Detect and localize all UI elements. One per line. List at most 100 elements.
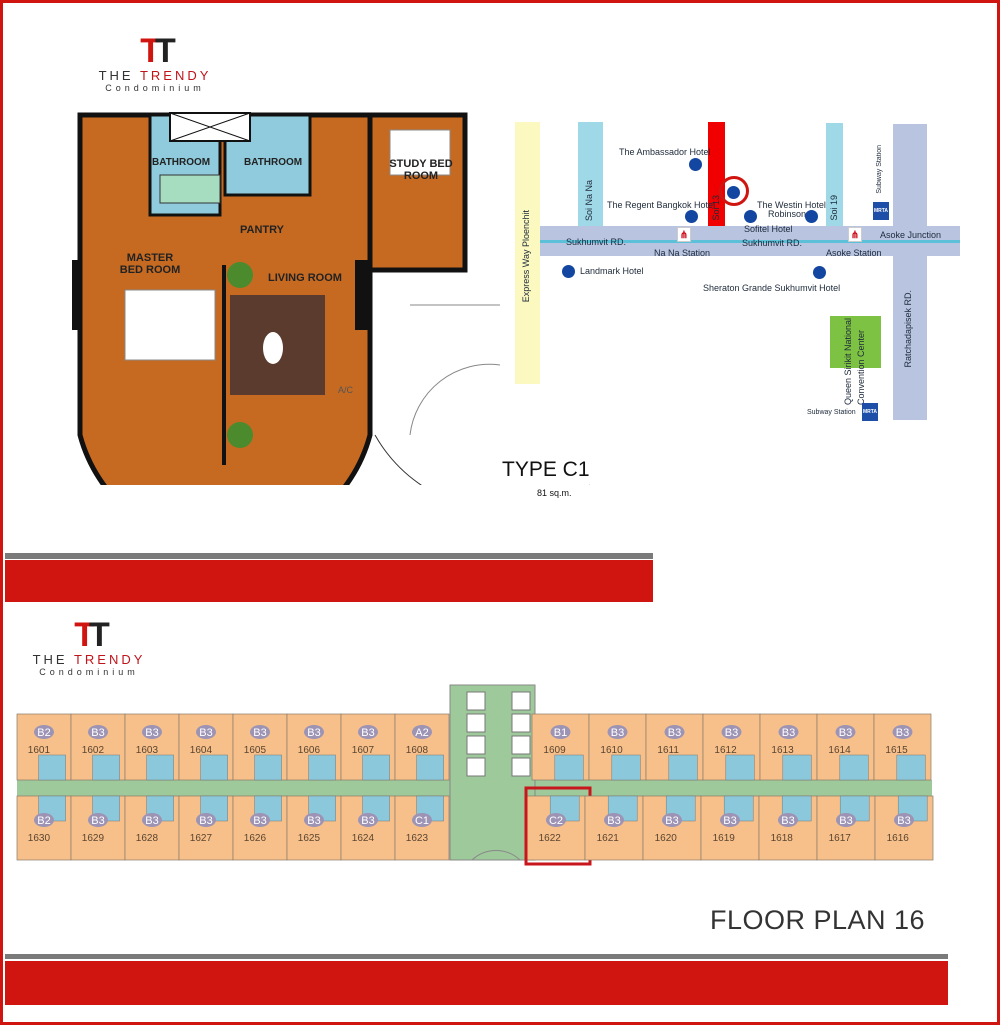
hotel-marker [689,158,702,171]
bathroom [38,754,66,781]
elevator [511,691,531,711]
unit-type-badge [720,813,740,827]
station-nana: Na Na Station [654,248,711,258]
unit-type: B3 [361,815,374,827]
road-soi-nana: Soi Na Na [584,180,594,222]
unit-plan-drawing [72,112,590,485]
place-westin: The Westin Hotel [757,200,826,210]
bathroom [254,754,282,781]
unit-type-badge [721,725,742,739]
bathroom [896,754,926,781]
unit-type: B1 [554,727,567,739]
place-regent: The Regent Bangkok Hotel [607,200,716,210]
unit-number: 1610 [600,745,623,756]
unit-type-badge [358,813,378,827]
unit-type: A2 [415,727,428,739]
unit-type: B3 [781,815,794,827]
bathroom [92,754,120,781]
unit-type: B3 [91,815,104,827]
unit-type-badge [196,725,216,739]
station-subway-1: Subway Station [876,145,883,194]
unit-type-badge [607,725,628,739]
unit-number: 1617 [829,833,852,844]
unit-1608[interactable]: A2 1608 [394,713,450,781]
unit-type: B3 [665,815,678,827]
unit-type-badge [604,813,624,827]
divider-gray [5,954,948,959]
logo-name-2: TRENDY [73,652,146,667]
unit-number: 1624 [352,833,375,844]
hotel-marker [805,210,818,223]
unit-1624[interactable]: B3 1624 [340,795,396,861]
unit-1623[interactable]: C1 1623 [394,795,450,861]
unit-1601[interactable]: B2 1601 [16,713,72,781]
divider-gray [5,553,653,559]
unit-number: 1629 [82,833,105,844]
room-label-living: LIVING ROOM [268,272,342,284]
unit-1629[interactable]: B3 1629 [70,795,126,861]
unit-type-badge [304,813,324,827]
unit-type-badge [88,813,108,827]
room-label-master: MASTER BED ROOM [119,252,181,276]
logo-monogram: TT [140,32,175,70]
unit-type-badge [836,813,856,827]
unit-number: 1623 [406,833,429,844]
unit-type-badge [894,813,914,827]
road-sukhumvit-2: Sukhumvit RD. [742,238,803,248]
unit-1602[interactable]: B3 1602 [70,713,126,781]
unit-type-badge [546,813,566,827]
unit-type-badge [412,725,432,739]
unit-type-badge [250,813,270,827]
bathroom [725,754,755,781]
unit-type-badge [664,725,685,739]
unit-number: 1603 [136,745,159,756]
unit-type: B3 [91,727,104,739]
unit-type: B2 [37,727,50,739]
unit-type: B3 [253,815,266,827]
unit-type-badge [892,725,913,739]
unit-type: B3 [607,815,620,827]
unit-type: C1 [415,815,429,827]
brand-logo-2: TT THE TRENDY Condominium [30,618,148,677]
place-landmark: Landmark Hotel [580,266,644,276]
stairs [471,850,521,861]
elevator [511,735,531,755]
unit-number: 1602 [82,745,105,756]
unit-number: 1626 [244,833,267,844]
unit-number: 1611 [657,745,679,756]
logo-subtitle: Condominium [39,667,139,677]
unit-type-badge [250,725,270,739]
unit-number: 1601 [28,745,51,756]
station-subway-2: Subway Station [807,409,856,416]
unit-type: B3 [145,815,158,827]
unit-number: 1630 [28,833,51,844]
unit-number: 1608 [406,745,429,756]
unit-1626[interactable]: B3 1626 [232,795,288,861]
unit-type: B3 [723,815,736,827]
unit-type: B3 [307,727,320,739]
room-label-study: STUDY BED ROOM [389,158,453,182]
